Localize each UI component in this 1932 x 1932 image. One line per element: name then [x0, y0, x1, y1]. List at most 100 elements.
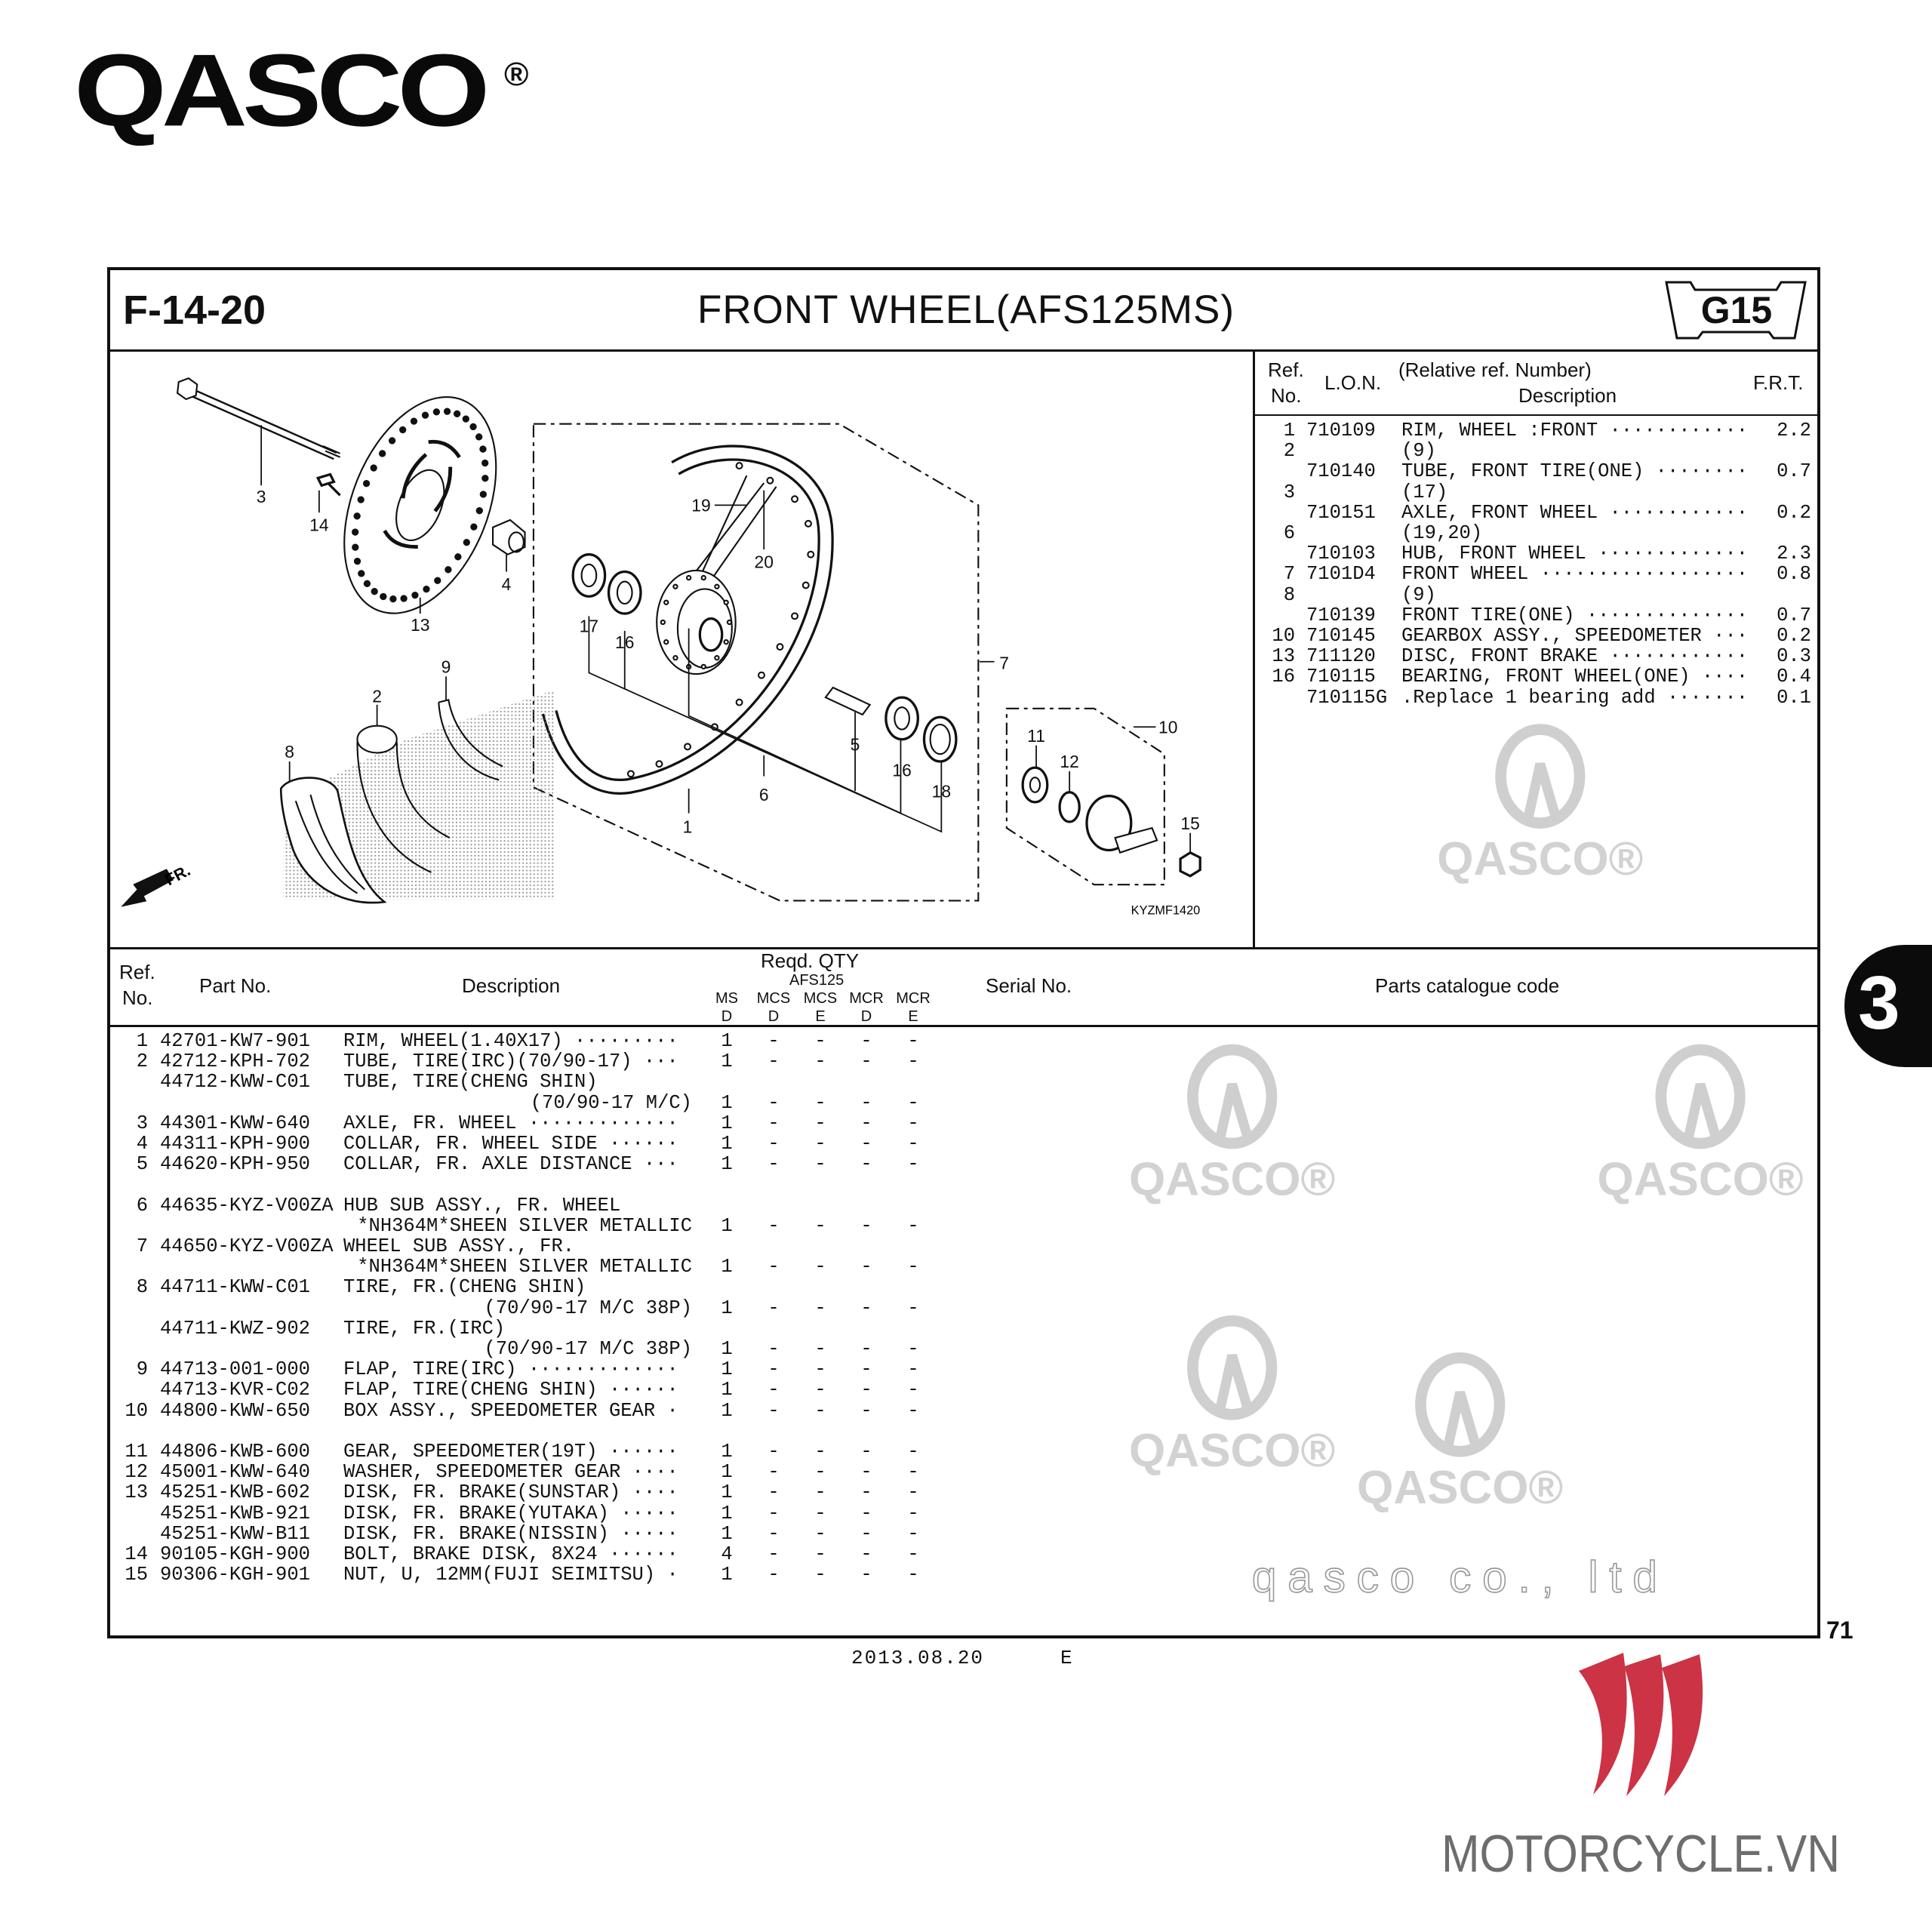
quantity: - [907, 1441, 919, 1463]
frt-header-divider [1254, 414, 1817, 416]
parts-header-divider [107, 1025, 1817, 1027]
quantity: - [814, 1091, 826, 1114]
quantity: 1 [721, 1502, 733, 1524]
quantity: - [768, 1051, 780, 1073]
parts-ref: 5 [136, 1153, 148, 1176]
frt-description: TUBE, FRONT TIRE(ONE) ········· [1401, 461, 1749, 482]
quantity: - [860, 1133, 872, 1155]
variant-header-model: MCS [756, 990, 791, 1007]
frt-lon: 710115 [1306, 666, 1376, 688]
figure-code: F-14-20 [123, 288, 266, 333]
quantity: - [814, 1481, 826, 1504]
parts-ref: 14 [125, 1543, 148, 1565]
parts-ref: 12 [125, 1461, 148, 1484]
quantity: - [814, 1030, 826, 1052]
frt-description: BEARING, FRONT WHEEL(ONE) ···· [1401, 666, 1749, 688]
parts-ref: 10 [125, 1399, 148, 1422]
quantity: 1 [721, 1091, 733, 1114]
catalogue-page-frame [107, 267, 1820, 1638]
part-description: TIRE, FR.(IRC) [343, 1318, 506, 1339]
quantity: 1 [721, 1358, 733, 1381]
parts-ref: 1 [136, 1030, 148, 1052]
frt-relative-header: (Relative ref. Number) [1398, 358, 1592, 381]
quantity: - [907, 1338, 919, 1360]
quantity: 1 [721, 1112, 733, 1134]
part-number: 44800-KWW-650 [160, 1399, 310, 1422]
variant-header-type: D [768, 1008, 780, 1025]
quantity: 1 [721, 1214, 733, 1237]
quantity: - [860, 1256, 872, 1278]
frt-value: 0.2 [1777, 501, 1811, 524]
quantity: - [768, 1297, 780, 1319]
quantity: 1 [721, 1399, 733, 1422]
frt-ref: 1 [1283, 420, 1295, 441]
frt-description: (17) [1401, 481, 1448, 503]
part-number: 42712-KPH-702 [160, 1051, 310, 1073]
frt-value: 0.7 [1777, 460, 1811, 483]
frt-value: 0.4 [1777, 666, 1811, 688]
quantity: - [860, 1030, 872, 1052]
frt-lon: 710151 [1306, 501, 1376, 524]
quantity: - [814, 1379, 826, 1401]
frt-lon: 710140 [1306, 460, 1376, 483]
page-number: 71 [1826, 1617, 1854, 1644]
parts-ref: 7 [136, 1235, 148, 1257]
part-description: DISK, FR. BRAKE(YUTAKA) ····· [343, 1503, 678, 1524]
part-description-continuation: *NH364M*SHEEN SILVER METALLIC [357, 1256, 692, 1278]
brand-claw-icon [1579, 1653, 1703, 1796]
part-number: 44711-KWW-C01 [160, 1276, 310, 1299]
part-number: 44620-KPH-950 [160, 1153, 310, 1176]
frt-value: 0.3 [1777, 645, 1811, 668]
quantity: - [814, 1338, 826, 1360]
quantity: - [907, 1297, 919, 1319]
parts-ref: 11 [125, 1441, 148, 1463]
quantity: - [814, 1358, 826, 1381]
quantity: - [907, 1153, 919, 1176]
part-description-continuation: *NH364M*SHEEN SILVER METALLIC [357, 1214, 692, 1237]
qasco-logo: QASCO [74, 33, 490, 148]
edition-code: E [1060, 1647, 1072, 1669]
catalogue-code-header: Parts catalogue code [1375, 974, 1560, 997]
parts-ref: 15 [125, 1564, 148, 1586]
quantity: - [768, 1153, 780, 1176]
quantity: - [814, 1153, 826, 1176]
frt-value: 0.2 [1777, 625, 1811, 647]
part-description: COLLAR, FR. AXLE DISTANCE ··· [343, 1154, 678, 1175]
variant-header-type: D [860, 1008, 872, 1025]
part-number: 45001-KWW-640 [160, 1461, 310, 1484]
part-number: 90306-KGH-901 [160, 1564, 310, 1586]
quantity: 4 [721, 1543, 733, 1565]
frt-description: (9) [1401, 441, 1436, 462]
frt-lon: 710109 [1306, 420, 1376, 441]
frt-ref: 10 [1272, 625, 1295, 647]
quantity: - [860, 1461, 872, 1484]
quantity: 1 [721, 1522, 733, 1545]
quantity: - [907, 1051, 919, 1073]
section-number: 3 [1858, 961, 1900, 1045]
quantity: - [907, 1091, 919, 1114]
quantity: 1 [721, 1338, 733, 1360]
serial-no-header: Serial No. [986, 974, 1072, 997]
part-description-continuation: (70/90-17 M/C 38P) [484, 1297, 692, 1319]
quantity: - [814, 1256, 826, 1278]
frt-lon: 711120 [1306, 645, 1376, 668]
part-description: BOLT, BRAKE DISK, 8X24 ······ [343, 1544, 678, 1565]
quantity: - [907, 1030, 919, 1052]
quantity: 1 [721, 1564, 733, 1586]
parts-ref: 6 [136, 1194, 148, 1217]
part-number: 44311-KPH-900 [160, 1133, 310, 1155]
quantity: - [907, 1256, 919, 1278]
quantity: - [814, 1502, 826, 1524]
quantity: - [860, 1564, 872, 1586]
quantity: - [768, 1338, 780, 1360]
frt-lon: 710115G [1306, 686, 1388, 709]
quantity: 1 [721, 1153, 733, 1176]
quantity: - [768, 1379, 780, 1401]
quantity: - [907, 1399, 919, 1422]
quantity: - [907, 1564, 919, 1586]
frt-ref: 8 [1283, 583, 1295, 606]
quantity: - [860, 1522, 872, 1545]
frt-ref: 3 [1283, 481, 1295, 503]
quantity: - [860, 1379, 872, 1401]
frt-frt-header: F.R.T. [1753, 371, 1804, 394]
